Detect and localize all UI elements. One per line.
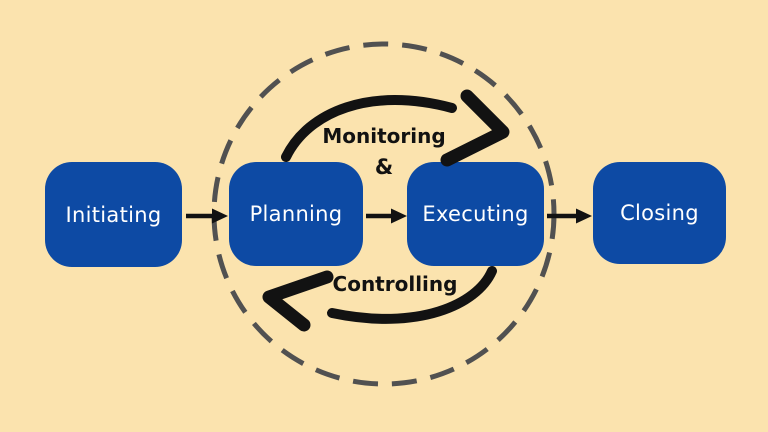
cycle-label-ampersand: & (374, 155, 394, 179)
arrow-executing-to-closing (547, 208, 592, 224)
process-box-label: Planning (249, 202, 343, 226)
process-box-planning: Planning (229, 162, 363, 266)
arrow-planning-to-executing (366, 208, 407, 224)
process-box-closing: Closing (593, 162, 726, 264)
process-box-label: Closing (620, 201, 699, 225)
cycle-label-monitoring: Monitoring (322, 124, 446, 148)
process-box-label: Initiating (65, 202, 162, 227)
cycle-label-controlling: Controlling (332, 272, 458, 296)
process-box-initiating: Initiating (45, 162, 182, 267)
process-box-executing: Executing (407, 162, 544, 266)
arrow-initiating-to-planning (186, 208, 228, 224)
process-box-label: Executing (422, 202, 529, 226)
